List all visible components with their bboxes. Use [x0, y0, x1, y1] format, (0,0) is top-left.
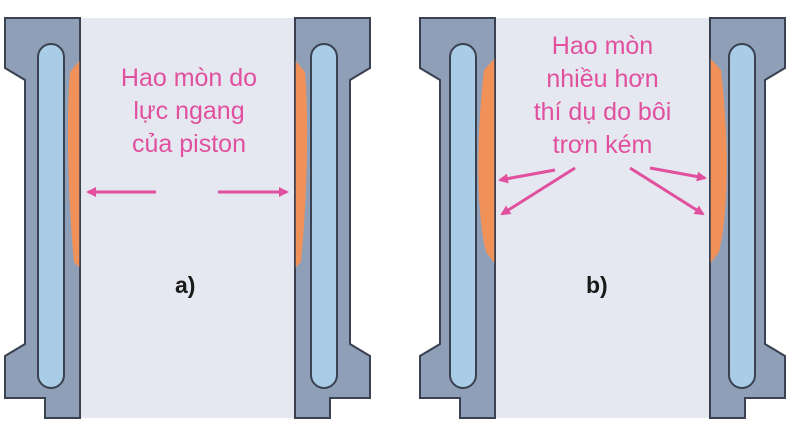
panel-a-cylinder	[4, 17, 371, 419]
panel-b-arrow-lower-left	[500, 166, 576, 216]
panel-b-wear-note: Hao mòn nhiều hơn thí dụ do bôi trơn kém	[510, 30, 695, 162]
panel-a-wear-note: Hao mòn do lực ngang của piston	[96, 62, 282, 161]
panel-b-label: b)	[586, 272, 608, 298]
panel-a-note-line-3: của piston	[132, 130, 246, 158]
panel-a-note-line-2: lực ngang	[133, 97, 245, 125]
panel-b-left-wear-zone	[478, 58, 495, 264]
panel-b-arrow-upper-left	[498, 168, 556, 184]
panel-b-cylinder	[419, 17, 786, 419]
panel-a-right-wear-zone	[295, 60, 308, 268]
panel-a-note-line-1: Hao mòn do	[120, 64, 258, 92]
panel-b-right-coolant-channel	[728, 43, 756, 389]
panel-a-left-wear-zone	[67, 60, 80, 268]
panel-b-bore	[495, 18, 710, 418]
panel-a-left-coolant-channel	[37, 43, 65, 389]
panel-a-label: a)	[175, 272, 196, 298]
panel-b-note-line-2: nhiều hơn	[546, 65, 659, 93]
panel-a-bore	[80, 18, 295, 418]
panel-b-right-wear-zone	[710, 58, 727, 264]
panel-a-right-coolant-channel	[310, 43, 338, 389]
panel-b-arrow-upper-right	[649, 166, 707, 182]
panel-b-note-line-1: Hao mòn	[551, 32, 654, 60]
panel-b-note-line-4: trơn kém	[552, 131, 653, 159]
panel-b-arrow-lower-right	[629, 166, 705, 216]
panel-b-note-line-3: thí dụ do bôi	[533, 98, 672, 126]
panel-b-left-coolant-channel	[449, 43, 477, 389]
